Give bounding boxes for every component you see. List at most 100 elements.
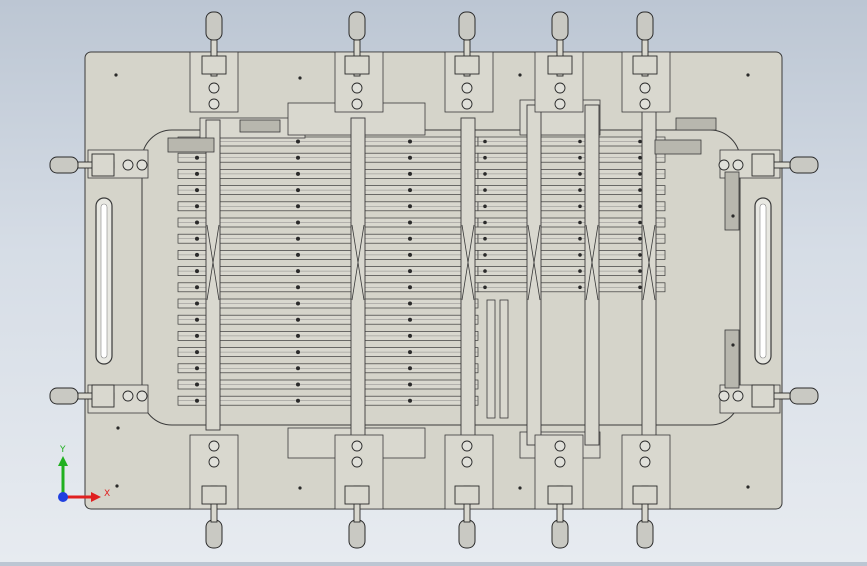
side-clamp-base [91, 153, 115, 177]
clamp-base-bottom [632, 485, 658, 505]
clamp-pad-bottom [461, 440, 473, 452]
slat-hole [408, 204, 412, 209]
mounting-hole [518, 73, 522, 77]
slat-hole [578, 204, 582, 209]
clamp-pad-bottom [639, 440, 651, 452]
slat-hole [483, 172, 487, 176]
y-axis-label: Y [59, 445, 66, 455]
vertical-bar [205, 119, 221, 431]
clamp-base-top [547, 55, 573, 75]
bracket [167, 137, 215, 153]
slat-hole [296, 301, 300, 306]
slat-hole [195, 350, 199, 355]
slat-hole [195, 301, 199, 306]
slat-hole [195, 204, 199, 209]
bar-x-brace [206, 224, 220, 301]
slat-hole [638, 269, 642, 273]
slat-hole [195, 285, 199, 290]
clamp-base-bottom [454, 485, 480, 505]
mounting-hole [298, 486, 302, 490]
clamp-pad-top [554, 98, 566, 110]
clamp-base-top [344, 55, 370, 75]
slat-hole [408, 236, 412, 241]
side-clamp-spindle [732, 390, 744, 402]
clamp-spindle-bottom [461, 456, 473, 468]
vertical-bar [526, 104, 542, 446]
slat-hole [578, 139, 582, 144]
mounting-hole [746, 73, 750, 77]
plate-outline [84, 51, 783, 510]
slat-hole [408, 220, 412, 225]
clamp-handle-bottom [551, 519, 569, 549]
mounting-hole [746, 485, 750, 489]
x-axis-label: X [104, 489, 110, 499]
slat-hole [638, 236, 642, 241]
clamp-pad-top [351, 98, 363, 110]
y-axis-arrowhead [58, 456, 68, 466]
clamp-spindle-top [208, 82, 220, 94]
slat-hole [578, 253, 582, 257]
clamp-pad-top [461, 98, 473, 110]
slat-hole [483, 285, 487, 290]
clamp-base-bottom [344, 485, 370, 505]
slat-hole [578, 269, 582, 273]
slat-hole [195, 236, 199, 241]
slat-hole [638, 220, 642, 225]
clamp-handle-top [205, 11, 223, 41]
vertical-bar [641, 104, 657, 446]
slat-hole [638, 188, 642, 192]
toggle-clamps-vertical [201, 11, 658, 549]
slat-hole [483, 139, 487, 144]
slat-hole [195, 269, 199, 274]
side-clamp-spindle [122, 390, 134, 402]
side-clamp-spindle [732, 159, 744, 171]
vertical-clamp-bars [205, 104, 657, 446]
clamp-handle-top [348, 11, 366, 41]
clamp-base-bottom [547, 485, 573, 505]
side-clamp-handle [49, 387, 79, 405]
slat-hole [296, 139, 300, 144]
bracket [675, 117, 717, 131]
clamp-pad-bottom [351, 440, 363, 452]
slat-hole [408, 398, 412, 403]
side-clamp-pad [718, 390, 730, 402]
bracket [654, 139, 702, 155]
side-clamp-spindle [122, 159, 134, 171]
slat-hole [408, 301, 412, 306]
clamp-handle-bottom [205, 519, 223, 549]
slat-hole [408, 252, 412, 257]
slat-hole [195, 382, 199, 387]
side-clamp-handle [49, 156, 79, 174]
clamp-pad-top [639, 98, 651, 110]
clamp-spindle-top [351, 82, 363, 94]
clamp-handle-top [551, 11, 569, 41]
slat-hole [638, 172, 642, 176]
bracket [724, 329, 740, 389]
vertical-bar [350, 117, 366, 441]
slat-hole [195, 333, 199, 338]
clamp-base-bottom [201, 485, 227, 505]
slat-hole [195, 171, 199, 176]
bracket [724, 171, 740, 231]
z-axis-origin [58, 492, 68, 502]
mounting-hole [298, 76, 302, 80]
mounting-blocks [87, 51, 781, 510]
slat-hole [483, 236, 487, 241]
slat-hole [296, 398, 300, 403]
x-axis-arrowhead [91, 492, 101, 502]
right-handle-highlight [759, 203, 767, 359]
side-clamp-pad [136, 159, 148, 171]
slat-hole [483, 155, 487, 160]
bar-x-brace [351, 224, 365, 301]
clamp-spindle-bottom [208, 456, 220, 468]
side-clamp-handle [789, 387, 819, 405]
bar-x-brace [585, 224, 599, 301]
slat-hole [578, 285, 582, 290]
side-clamp-base [751, 153, 775, 177]
clamp-handle-bottom [458, 519, 476, 549]
slat-hole [578, 155, 582, 160]
clamp-handle-top [636, 11, 654, 41]
slat-hole [408, 333, 412, 338]
